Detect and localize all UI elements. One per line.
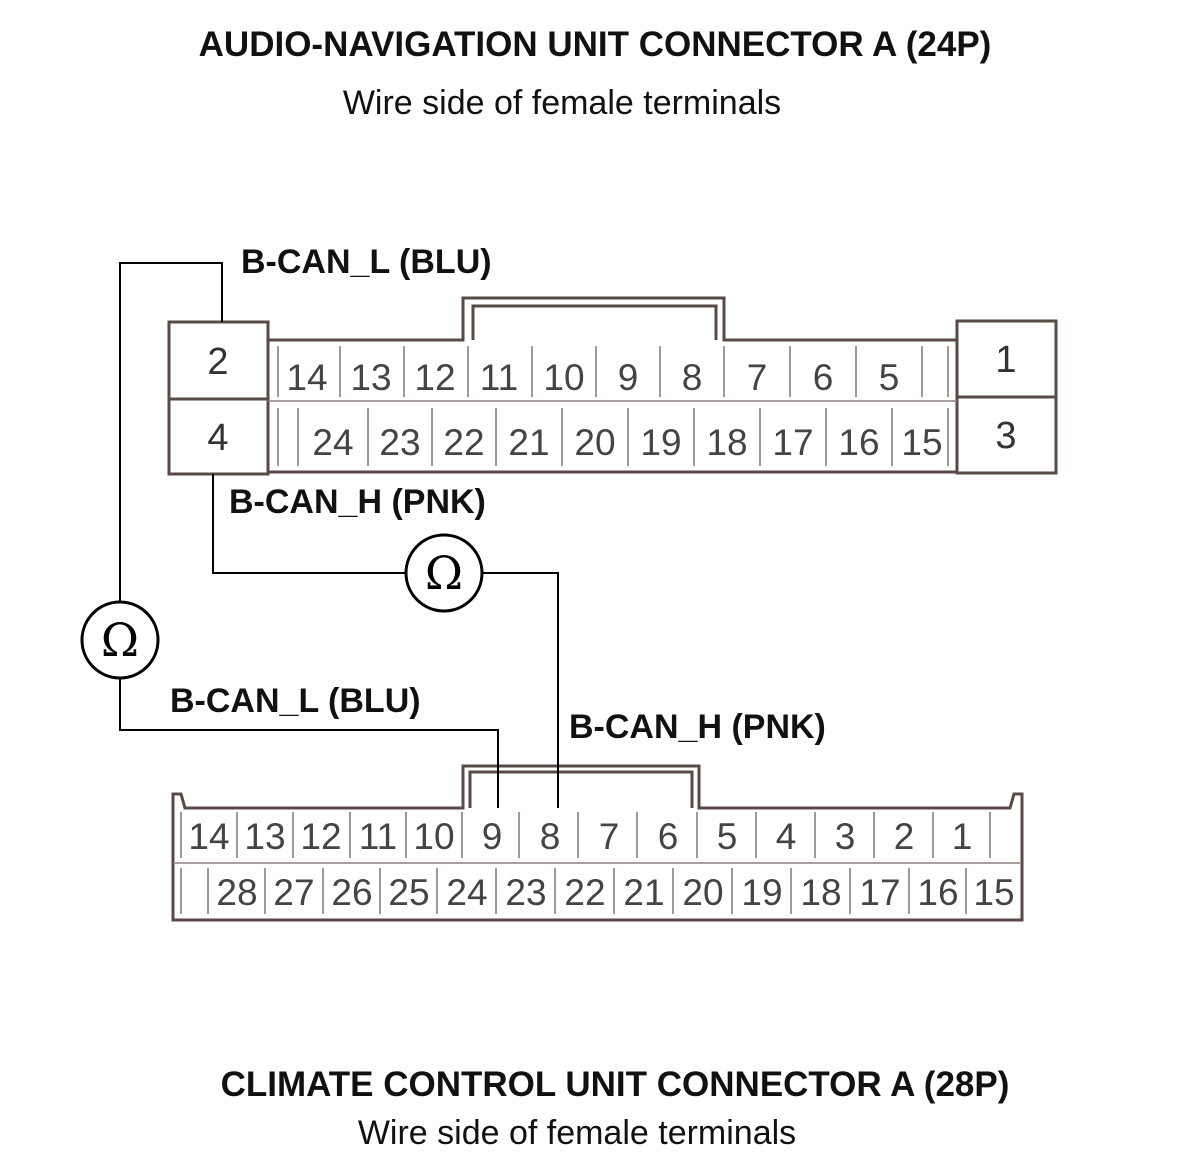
climate-pin-label: 11 <box>359 816 397 857</box>
climate-pin-label: 1 <box>952 816 973 857</box>
climate-pin-label: 15 <box>973 872 1014 913</box>
climate-pin-label: 22 <box>564 872 605 913</box>
climate-pin-label: 2 <box>894 816 915 857</box>
nav-pin-label: 6 <box>813 357 834 398</box>
nav-pin-label: 24 <box>312 422 353 463</box>
nav-pin-label: 5 <box>879 357 900 398</box>
climate-pin-label: 26 <box>331 872 372 913</box>
climate-pin-label: 18 <box>800 872 841 913</box>
nav-connector-title: AUDIO-NAVIGATION UNIT CONNECTOR A (24P) <box>199 25 992 64</box>
nav-pin-label: 2 <box>207 341 228 383</box>
nav-pin-label: 15 <box>901 422 942 463</box>
climate-pin-label: 12 <box>300 816 341 857</box>
climate-pin-label: 4 <box>776 816 797 857</box>
climate-pin-label: 6 <box>658 816 679 857</box>
nav-pin-label: 23 <box>379 422 420 463</box>
ohm-symbol: Ω <box>101 613 139 667</box>
climate-bottom-row: 28 27 26 25 24 23 22 21 20 19 18 17 16 1… <box>180 868 1015 914</box>
nav-pin-label: 22 <box>443 422 484 463</box>
nav-bottom-row: 24 23 22 21 20 19 18 17 16 15 <box>277 408 949 466</box>
nav-pin-label: 4 <box>207 417 228 459</box>
can-h-wire <box>212 474 559 808</box>
nav-pin-label: 13 <box>350 357 391 398</box>
climate-pin-label: 5 <box>717 816 738 857</box>
climate-can-l-label: B-CAN_L (BLU) <box>170 682 421 720</box>
climate-pin-label: 9 <box>482 816 503 857</box>
nav-pin-label: 9 <box>618 357 639 398</box>
nav-pin-label: 21 <box>508 422 549 463</box>
climate-connector-title: CLIMATE CONTROL UNIT CONNECTOR A (28P) <box>221 1065 1010 1104</box>
climate-pin-label: 25 <box>388 872 429 913</box>
nav-pin-label: 10 <box>543 357 584 398</box>
nav-pin-label: 11 <box>480 357 518 398</box>
ohm-symbol: Ω <box>425 546 463 600</box>
nav-body-top <box>268 296 957 342</box>
nav-pin-label: 7 <box>747 357 768 398</box>
ohmmeter-icon: Ω <box>404 533 484 613</box>
climate-pin-label: 10 <box>413 816 454 857</box>
nav-latch <box>471 304 718 340</box>
climate-pin-label: 28 <box>216 872 257 913</box>
nav-pin-label: 1 <box>995 339 1016 381</box>
nav-pin-label: 14 <box>286 357 327 398</box>
nav-pin-label: 12 <box>414 357 455 398</box>
climate-pin-label: 8 <box>540 816 561 857</box>
climate-connector-subtitle: Wire side of female terminals <box>358 1114 796 1152</box>
ohmmeter-icon: Ω <box>80 600 160 680</box>
nav-pin-label: 3 <box>995 415 1016 457</box>
climate-pin-label: 13 <box>244 816 285 857</box>
nav-can-h-label: B-CAN_H (PNK) <box>229 483 486 521</box>
climate-pin-label: 17 <box>859 872 900 913</box>
climate-top-row: 14 13 12 11 10 9 8 7 6 5 4 3 2 1 <box>180 812 991 858</box>
nav-connector: 2 4 1 3 14 13 12 11 1 <box>167 296 1058 476</box>
nav-pin-label: 8 <box>682 357 703 398</box>
climate-pin-label: 3 <box>835 816 856 857</box>
climate-pin-label: 19 <box>741 872 782 913</box>
climate-pin-label: 20 <box>682 872 723 913</box>
climate-pin-label: 16 <box>917 872 958 913</box>
nav-pin-label: 20 <box>574 422 615 463</box>
climate-body <box>171 764 1024 922</box>
climate-pin-label: 7 <box>599 816 620 857</box>
nav-pin-label: 18 <box>706 422 747 463</box>
climate-pin-label: 27 <box>273 872 314 913</box>
climate-pin-label: 23 <box>505 872 546 913</box>
climate-pin-label: 21 <box>623 872 664 913</box>
climate-pin-label: 14 <box>188 816 229 857</box>
can-l-wire <box>119 262 499 808</box>
climate-pin-label: 24 <box>446 872 487 913</box>
nav-connector-subtitle: Wire side of female terminals <box>343 84 781 122</box>
nav-can-l-label: B-CAN_L (BLU) <box>241 243 492 281</box>
nav-top-row: 14 13 12 11 10 9 8 7 6 5 <box>277 346 949 398</box>
climate-latch <box>468 770 694 808</box>
nav-pin-label: 16 <box>838 422 879 463</box>
climate-can-h-label: B-CAN_H (PNK) <box>569 708 826 746</box>
nav-pin-label: 17 <box>772 422 813 463</box>
nav-pin-label: 19 <box>640 422 681 463</box>
climate-connector: 14 13 12 11 10 9 8 7 6 5 4 3 2 1 <box>171 764 1024 922</box>
